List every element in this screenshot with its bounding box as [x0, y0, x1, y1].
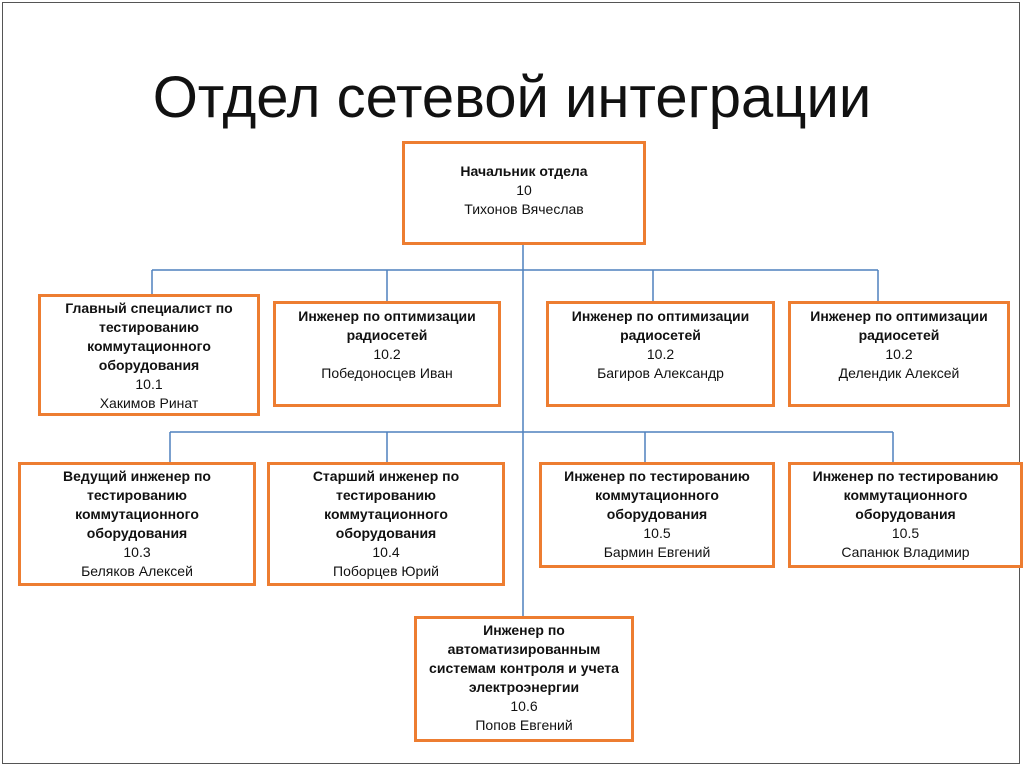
- node-person: Победоносцев Иван: [321, 365, 453, 381]
- org-node-head: Начальник отдела 10 Тихонов Вячеслав: [402, 141, 646, 245]
- node-role: Инженер по оптимизации радиосетей: [298, 308, 476, 343]
- node-role: Инженер по автоматизированным системам к…: [429, 622, 619, 695]
- node-person: Поборцев Юрий: [333, 563, 439, 579]
- org-node-10-2-bagirov: Инженер по оптимизации радиосетей 10.2 Б…: [546, 301, 775, 407]
- org-node-10-6: Инженер по автоматизированным системам к…: [414, 616, 634, 742]
- node-code: 10.3: [123, 544, 151, 560]
- node-person: Тихонов Вячеслав: [464, 201, 584, 217]
- node-role: Главный специалист по тестированию комму…: [65, 300, 233, 373]
- node-code: 10.5: [643, 525, 671, 541]
- org-node-10-1: Главный специалист по тестированию комму…: [38, 294, 260, 416]
- node-code: 10.2: [373, 346, 401, 362]
- node-person: Беляков Алексей: [81, 563, 193, 579]
- node-person: Попов Евгений: [475, 717, 573, 733]
- node-code: 10.1: [135, 376, 163, 392]
- node-role: Инженер по тестированию коммутационного …: [564, 468, 750, 522]
- node-code: 10.2: [646, 346, 675, 362]
- org-node-10-2-delendik: Инженер по оптимизации радиосетей 10.2 Д…: [788, 301, 1010, 407]
- org-node-10-4: Старший инженер по тестированию коммутац…: [267, 462, 505, 586]
- node-role: Ведущий инженер по тестированию коммутац…: [63, 468, 211, 541]
- org-node-10-5-sapanyuk: Инженер по тестированию коммутационного …: [788, 462, 1023, 568]
- node-code: 10.5: [891, 525, 920, 541]
- node-code: 10.6: [510, 698, 538, 714]
- org-node-10-3: Ведущий инженер по тестированию коммутац…: [18, 462, 256, 586]
- node-role: Инженер по тестированию коммутационного …: [812, 468, 999, 522]
- node-code: 10: [516, 182, 532, 198]
- node-role: Старший инженер по тестированию коммутац…: [312, 468, 460, 541]
- node-code: 10.4: [372, 544, 400, 560]
- org-node-10-2-pobedonostsev: Инженер по оптимизации радиосетей 10.2 П…: [273, 301, 501, 407]
- node-person: Делендик Алексей: [838, 365, 960, 381]
- node-code: 10.2: [885, 346, 913, 362]
- node-person: Хакимов Ринат: [99, 395, 199, 411]
- node-person: Бармин Евгений: [603, 544, 711, 560]
- node-person: Багиров Александр: [597, 365, 724, 381]
- org-node-10-5-barmin: Инженер по тестированию коммутационного …: [539, 462, 775, 568]
- node-role: Инженер по оптимизации радиосетей: [810, 308, 988, 343]
- node-person: Сапанюк Владимир: [841, 544, 970, 560]
- node-role: Инженер по оптимизации радиосетей: [571, 308, 750, 343]
- node-role: Начальник отдела: [460, 163, 588, 179]
- page-title: Отдел сетевой интеграции: [152, 65, 872, 130]
